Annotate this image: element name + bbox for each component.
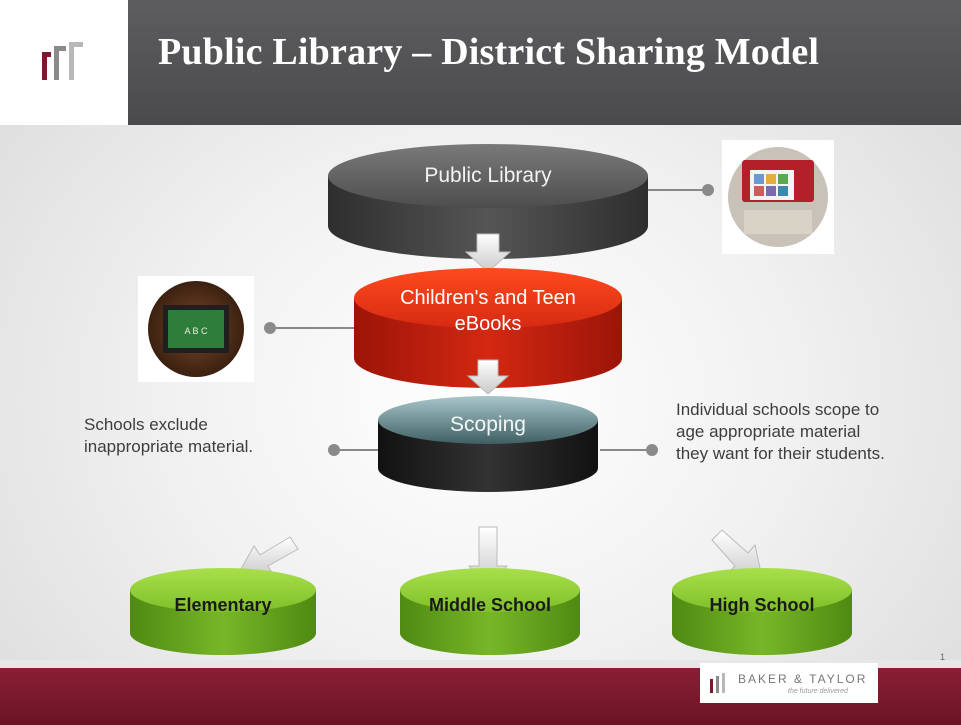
connector-dot [264, 322, 276, 334]
brand-logo-icon [710, 673, 725, 693]
scoping-label: Scoping [450, 413, 526, 436]
right-callout-line2: age appropriate material [676, 422, 861, 441]
right-callout: Individual schools scope to age appropri… [676, 399, 885, 465]
childrens-teen-label-line1: Children's and Teen [400, 287, 576, 309]
right-callout-line1: Individual schools scope to [676, 400, 880, 419]
connector-dot [702, 184, 714, 196]
left-callout: Schools exclude inappropriate material. [84, 414, 253, 458]
brand-tagline: the future delivered [788, 688, 848, 695]
high-school-disc [672, 568, 852, 655]
childrens-teen-label-line2: eBooks [454, 313, 522, 335]
logo-box [0, 0, 128, 125]
footer-divider [0, 660, 961, 668]
left-callout-line2: inappropriate material. [84, 437, 254, 456]
brand-name: BAKER & TAYLOR [738, 672, 868, 686]
high-school-label: High School [709, 595, 815, 615]
connector-lines [270, 189, 708, 451]
logo-icon [42, 42, 83, 80]
chalkboard-text: A B C [184, 326, 208, 336]
brand-logo: BAKER & TAYLOR the future delivered [700, 663, 878, 703]
elementary-disc [130, 568, 316, 655]
middle-school-disc [400, 568, 580, 655]
page-number: 1 [940, 652, 946, 662]
header-bar [0, 0, 961, 125]
connector-dot [646, 444, 658, 456]
slide-title: Public Library – District Sharing Model [158, 31, 820, 73]
connector-dot [328, 444, 340, 456]
left-callout-line1: Schools exclude [84, 415, 208, 434]
public-library-disc [328, 144, 648, 259]
middle-school-label: Middle School [428, 595, 551, 615]
down-arrow-icon [466, 359, 510, 395]
public-library-label: Public Library [424, 164, 552, 187]
childrens-teen-label: Children's and Teen eBooks [368, 285, 608, 337]
scoping-disc [378, 396, 598, 492]
childrens-teen-disc [354, 268, 622, 388]
down-arrow-icon [464, 233, 512, 273]
right-callout-line3: they want for their students. [676, 444, 885, 463]
chalkboard-icon: A B C [138, 276, 254, 382]
library-photo-icon [722, 140, 834, 254]
elementary-label: Elementary [174, 595, 272, 615]
